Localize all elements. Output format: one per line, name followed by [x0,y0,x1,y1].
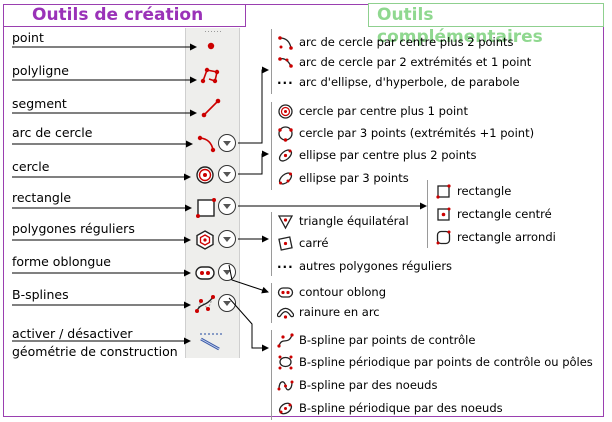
rectangle-label: rectangle [457,184,512,198]
creation-tools-title: Outils de création [3,4,246,27]
triangle-icon [277,215,294,230]
bspline-poles-icon [277,333,294,348]
square-label: carré [299,236,329,250]
arc-group-separator [271,29,272,94]
bspline-icon[interactable] [194,293,216,315]
slot-group-separator [271,283,272,323]
more-icon: ... [277,73,294,87]
arc-conics-label: arc d'ellipse, d'hyperbole, de parabole [299,75,520,89]
rectangle-group-separator [427,180,428,248]
label-construction-toggle: activer / désactiver [12,326,133,341]
bspline-group-separator [271,330,272,420]
rectangle-simple-icon [436,184,451,199]
rectangle-centered-label: rectangle centré [457,207,552,221]
more-icon: ... [277,257,294,271]
rectangle-icon[interactable] [195,197,217,219]
arc-center-label: arc de cercle par centre plus 2 points [299,35,514,49]
segment-icon[interactable] [200,97,222,119]
circle-icon[interactable] [194,164,216,186]
other-polygons-label: autres polygones réguliers [299,259,453,273]
arc-3points-icon [278,57,293,68]
triangle-label: triangle équilatéral [299,214,409,228]
polygon-group-separator [271,212,272,276]
polygon-icon[interactable] [194,229,216,251]
label-construction-geometry: géométrie de construction [12,344,178,359]
bspline-knots-icon [277,380,294,391]
arc-center-icon [278,36,293,50]
arc-slot-icon [277,307,294,319]
ellipse-center-label: ellipse par centre plus 2 points [299,148,477,162]
rectangle-dropdown-button[interactable] [218,197,236,215]
square-icon [278,236,293,251]
label-point: point [12,30,44,45]
construction-geometry-icon[interactable] [198,331,224,351]
arc-icon[interactable] [196,133,218,155]
bspline-periodic-poles-label: B-spline périodique par points de contrô… [299,355,593,369]
label-bsplines: B-splines [12,287,69,302]
label-regular-polygons: polygones réguliers [12,221,135,236]
circle-dropdown-button[interactable] [218,165,236,183]
label-circle: cercle [12,159,50,174]
circle-3points-icon [278,126,293,142]
diagram-frame [3,4,604,417]
label-slot: forme oblongue [12,254,111,269]
ellipse-center-icon [278,149,293,162]
bspline-periodic-knots-label: B-spline périodique par des noeuds [299,401,503,415]
bspline-periodic-knots-icon [278,402,293,415]
label-rectangle: rectangle [12,190,72,205]
arc-3points-label: arc de cercle par 2 extrémités et 1 poin… [299,55,532,69]
polygon-dropdown-button[interactable] [218,230,236,248]
label-polyline: polyligne [12,63,69,78]
point-icon[interactable] [200,35,222,57]
bspline-dropdown-button[interactable] [218,294,236,312]
arc-dropdown-button[interactable] [218,134,236,152]
circle-center-icon [278,104,293,119]
ellipse-3points-label: ellipse par 3 points [299,171,409,185]
slot-outline-icon [277,287,294,298]
ellipse-3points-icon [278,172,293,185]
rectangle-rounded-label: rectangle arrondi [457,230,556,244]
bspline-periodic-poles-icon [278,355,293,370]
slot-label: contour oblong [299,285,387,299]
circle-center-label: cercle par centre plus 1 point [299,104,468,118]
slot-icon[interactable] [194,262,216,284]
complementary-tools-title: Outils complémentaires [368,3,604,47]
circle-3points-label: cercle par 3 points (extrémités +1 point… [299,126,535,140]
label-arc: arc de cercle [12,125,93,140]
circle-group-separator [271,102,272,190]
bspline-knots-label: B-spline par des noeuds [299,378,438,392]
label-segment: segment [12,96,67,111]
bspline-poles-label: B-spline par points de contrôle [299,333,476,347]
rectangle-centered-icon [437,207,451,221]
arc-slot-label: rainure en arc [299,305,380,319]
polyline-icon[interactable] [200,64,222,86]
rectangle-rounded-icon [436,230,451,245]
